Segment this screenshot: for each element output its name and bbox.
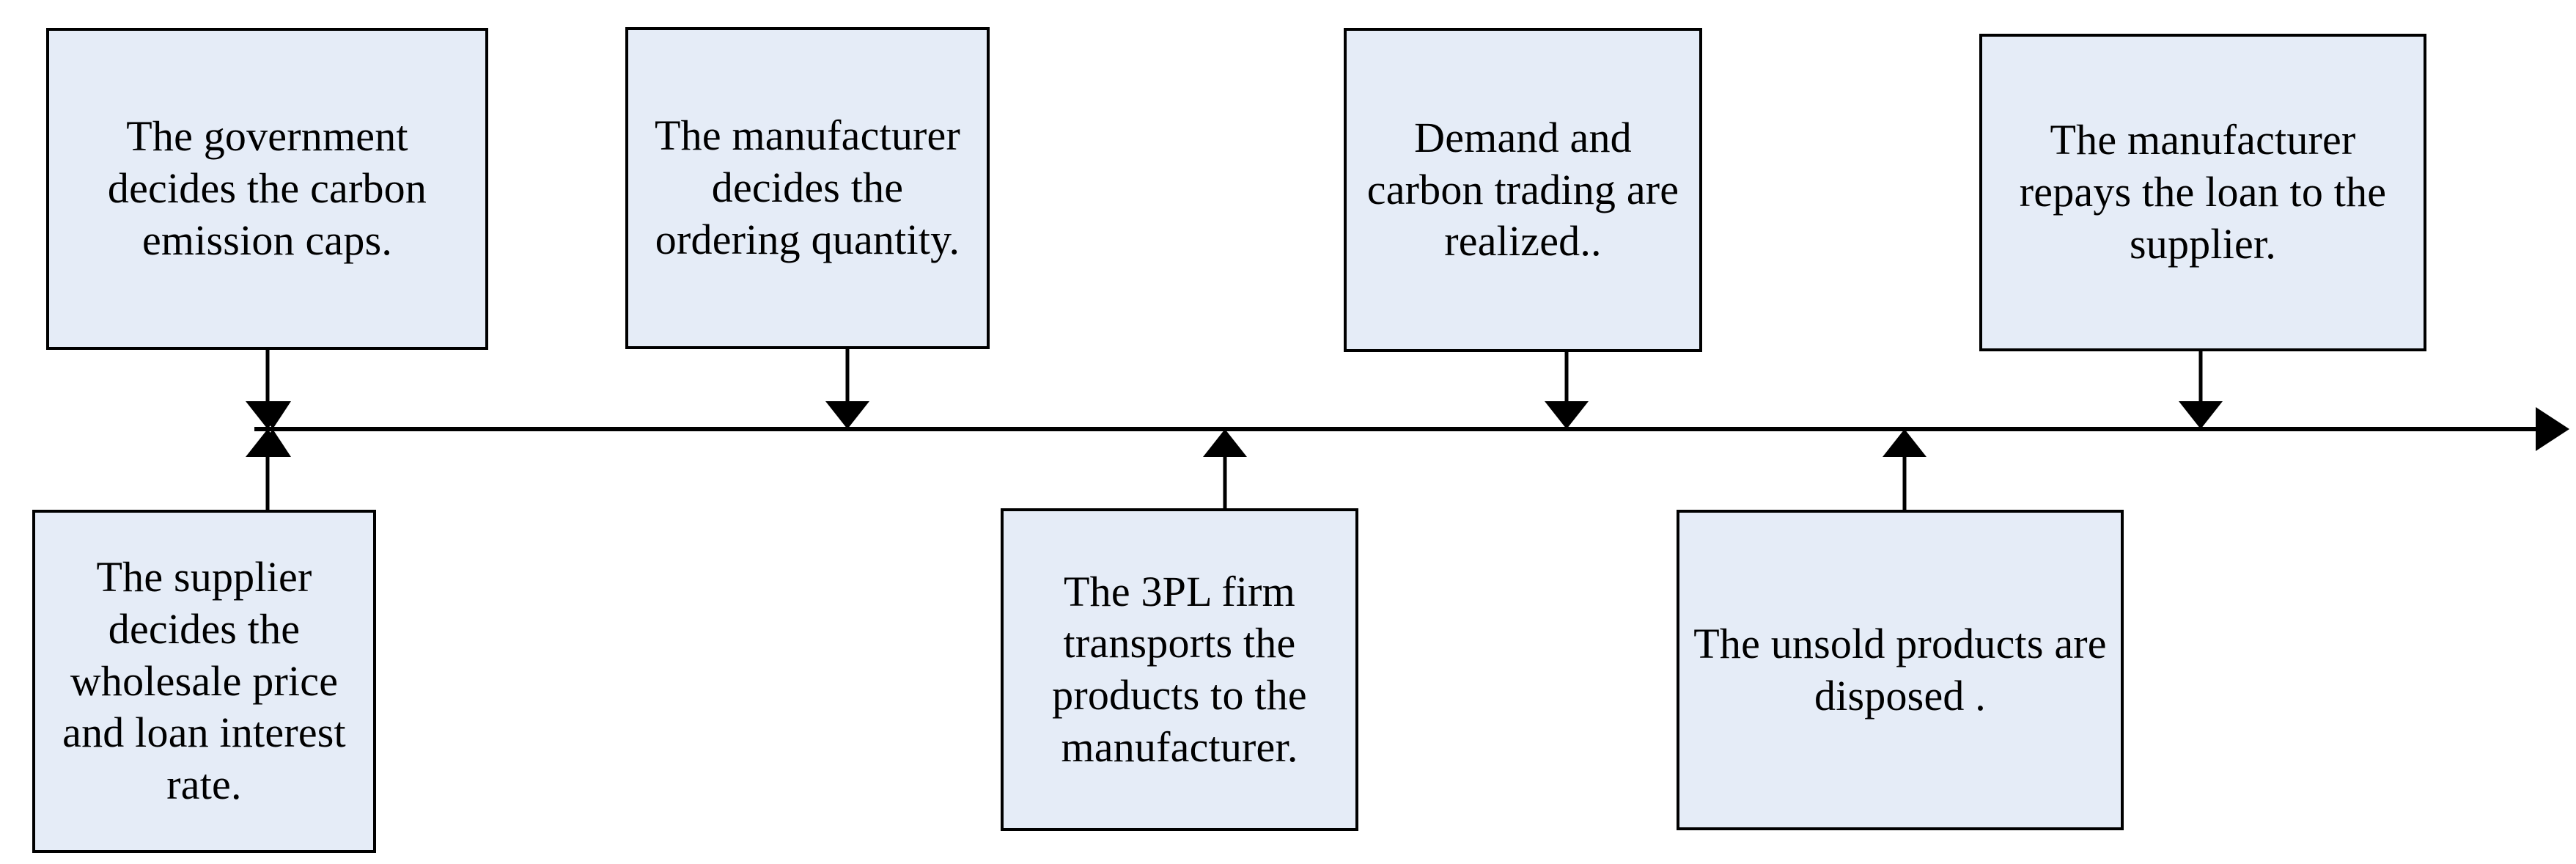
timeline-node-label: The manufacturer repays the loan to the … <box>2019 116 2387 268</box>
timeline-node-label: The unsold products are disposed . <box>1693 619 2107 720</box>
timeline-node-demand-carbon-trading[interactable]: Demand and carbon trading are realized.. <box>1344 28 1702 352</box>
timeline-node-label: The manufacturer decides the ordering qu… <box>654 111 961 263</box>
timeline-node-label: The 3PL firm transports the products to … <box>1052 567 1307 771</box>
timeline-node-manufacturer-order[interactable]: The manufacturer decides the ordering qu… <box>625 27 990 349</box>
timeline-node-manufacturer-repay[interactable]: The manufacturer repays the loan to the … <box>1979 34 2426 351</box>
timeline-node-unsold-products-disposed[interactable]: The unsold products are disposed . <box>1677 510 2124 830</box>
timeline-node-supplier-wholesale-price[interactable]: The supplier decides the wholesale price… <box>32 510 376 853</box>
timeline-node-label: The supplier decides the wholesale price… <box>62 553 346 809</box>
timeline-node-third-party-logistics[interactable]: The 3PL firm transports the products to … <box>1001 508 1358 831</box>
timeline-node-government-caps[interactable]: The government decides the carbon emissi… <box>46 28 488 350</box>
timeline-node-label: Demand and carbon trading are realized.. <box>1366 113 1679 266</box>
timeline-node-label: The government decides the carbon emissi… <box>107 112 427 264</box>
